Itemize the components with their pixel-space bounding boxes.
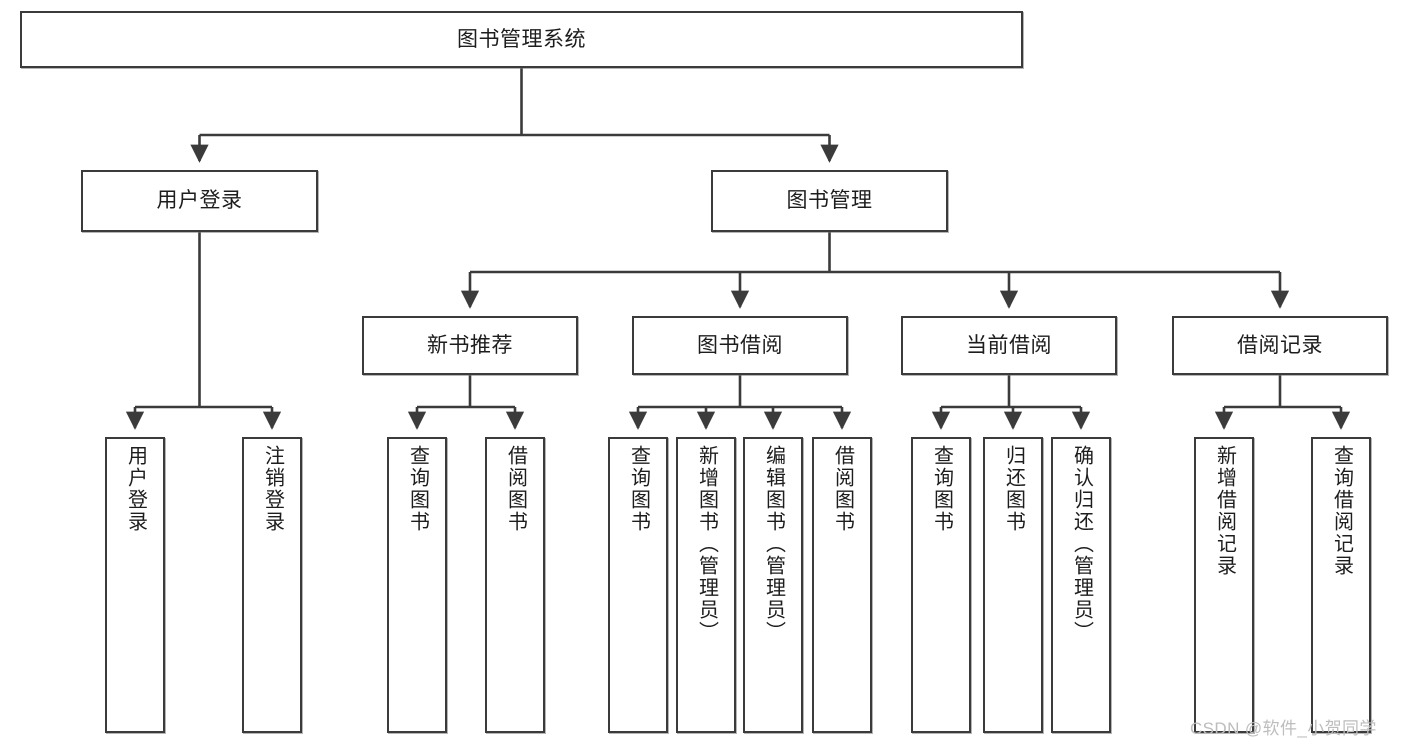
node-current-borrow-label: 当前借阅	[966, 333, 1052, 357]
node-leaf-borrow-lend-book[interactable]: 借阅图书	[812, 437, 872, 733]
node-leaf-borrow-add-book-label: 新增图书（管理员）	[695, 445, 718, 643]
node-book-manage-label: 图书管理	[786, 189, 873, 213]
node-leaf-borrow-add-book[interactable]: 新增图书（管理员）	[676, 437, 736, 733]
node-user-login[interactable]: 用户登录	[81, 170, 318, 232]
node-leaf-cur-query-book[interactable]: 查询图书	[911, 437, 971, 733]
node-leaf-borrow-query-book[interactable]: 查询图书	[608, 437, 668, 733]
node-new-book-rec[interactable]: 新书推荐	[362, 316, 578, 375]
node-leaf-rec-borrow-book[interactable]: 借阅图书	[485, 437, 545, 733]
node-new-book-rec-label: 新书推荐	[427, 333, 513, 357]
node-leaf-cur-confirm-return[interactable]: 确认归还（管理员）	[1051, 437, 1111, 733]
node-leaf-cur-confirm-return-label: 确认归还（管理员）	[1070, 445, 1093, 643]
node-root-label: 图书管理系统	[457, 27, 586, 51]
node-leaf-cur-return-book-label: 归还图书	[1002, 445, 1025, 533]
node-book-borrow[interactable]: 图书借阅	[632, 316, 848, 375]
node-leaf-rec-query-book[interactable]: 查询图书	[387, 437, 447, 733]
node-leaf-borrow-edit-book-label: 编辑图书（管理员）	[762, 445, 785, 643]
node-leaf-user-logout-label: 注销登录	[261, 445, 284, 533]
node-leaf-user-logout[interactable]: 注销登录	[242, 437, 302, 733]
node-user-login-label: 用户登录	[156, 189, 243, 213]
node-borrow-record-label: 借阅记录	[1237, 333, 1323, 357]
edges	[125, 68, 1351, 430]
node-book-manage[interactable]: 图书管理	[711, 170, 948, 232]
node-leaf-rec-add-record[interactable]: 新增借阅记录	[1194, 437, 1254, 733]
node-borrow-record[interactable]: 借阅记录	[1172, 316, 1388, 375]
node-leaf-borrow-lend-book-label: 借阅图书	[831, 445, 854, 533]
node-leaf-borrow-edit-book[interactable]: 编辑图书（管理员）	[743, 437, 803, 733]
node-leaf-borrow-query-book-label: 查询图书	[627, 445, 650, 533]
node-root[interactable]: 图书管理系统	[20, 11, 1023, 68]
node-current-borrow[interactable]: 当前借阅	[901, 316, 1117, 375]
node-leaf-rec-query-record[interactable]: 查询借阅记录	[1311, 437, 1371, 733]
node-leaf-rec-borrow-book-label: 借阅图书	[504, 445, 527, 533]
node-leaf-user-login-label: 用户登录	[124, 445, 147, 533]
node-leaf-cur-return-book[interactable]: 归还图书	[983, 437, 1043, 733]
node-leaf-rec-add-record-label: 新增借阅记录	[1213, 445, 1236, 577]
node-book-borrow-label: 图书借阅	[697, 333, 783, 357]
node-leaf-cur-query-book-label: 查询图书	[930, 445, 953, 533]
node-leaf-rec-query-record-label: 查询借阅记录	[1330, 445, 1353, 577]
node-leaf-user-login[interactable]: 用户登录	[105, 437, 165, 733]
node-leaf-rec-query-book-label: 查询图书	[406, 445, 429, 533]
